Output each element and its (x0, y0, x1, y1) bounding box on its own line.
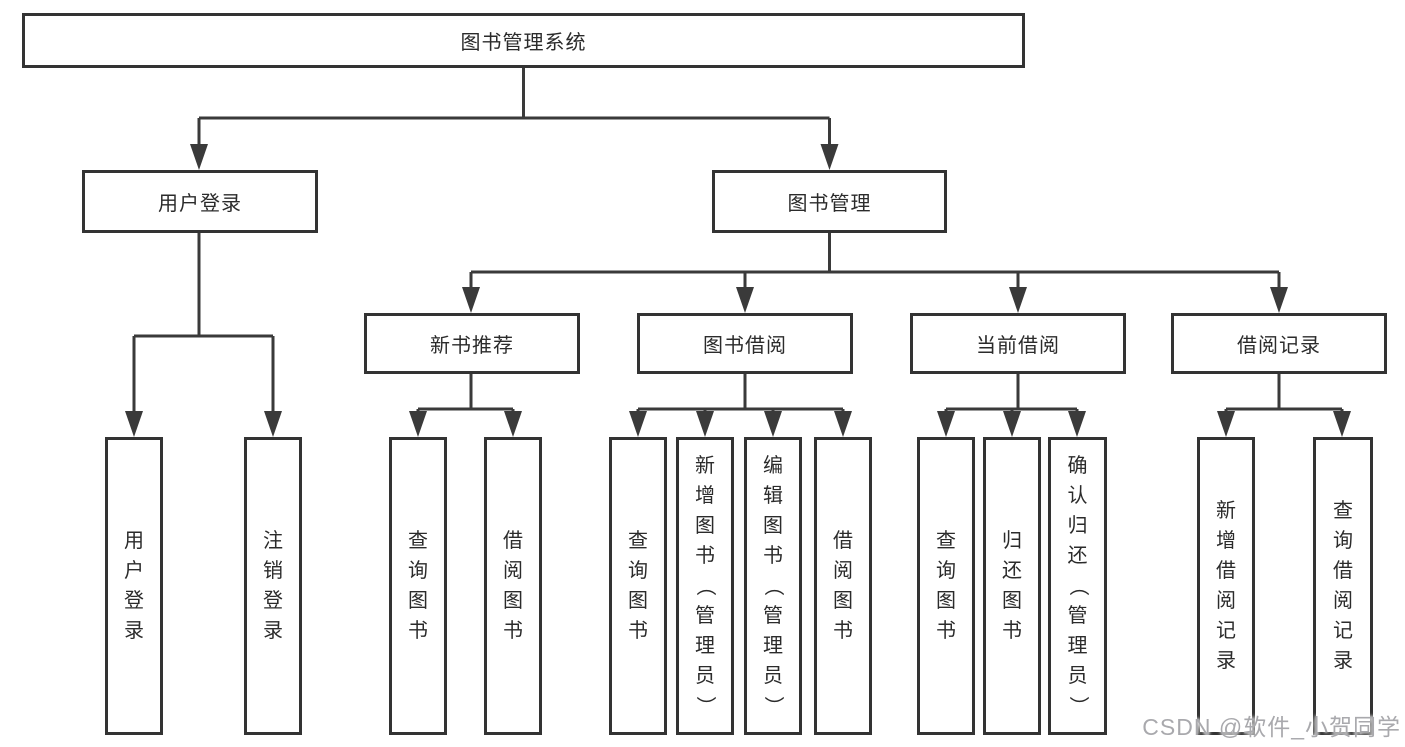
leaf-query-borrow-record: 查询借阅记录 (1313, 437, 1373, 735)
arrowheads (125, 144, 1351, 437)
leaf-borrow-books-recommend: 借阅图书 (484, 437, 542, 735)
leaf-logout: 注销登录 (244, 437, 302, 735)
node-current-borrow: 当前借阅 (910, 313, 1126, 374)
connector-new-book-recommend-children (416, 374, 515, 414)
leaf-user-login: 用户登录 (105, 437, 163, 735)
leaf-borrow-books: 借阅图书 (814, 437, 872, 735)
connector-root-to-level2 (197, 68, 831, 146)
node-book-management: 图书管理 (712, 170, 947, 233)
connector-borrow-records-children (1224, 374, 1344, 414)
leaf-query-books-borrow: 查询图书 (609, 437, 667, 735)
leaf-return-books: 归还图书 (983, 437, 1041, 735)
leaf-add-borrow-record: 新增借阅记录 (1197, 437, 1255, 735)
watermark: CSDN @软件_小贺同学 (1142, 714, 1401, 740)
leaf-query-books-current: 查询图书 (917, 437, 975, 735)
leaf-query-books-recommend: 查询图书 (389, 437, 447, 735)
node-book-borrow: 图书借阅 (637, 313, 853, 374)
leaf-edit-books-admin: 编辑图书（管理员） (744, 437, 802, 735)
node-library-system: 图书管理系统 (22, 13, 1025, 68)
leaf-confirm-return-admin: 确认归还（管理员） (1048, 437, 1107, 735)
connector-user-login-children (132, 233, 275, 413)
connector-book-management-children (469, 233, 1281, 290)
connector-book-borrow-children (636, 374, 845, 414)
node-borrow-records: 借阅记录 (1171, 313, 1387, 374)
node-new-book-recommend: 新书推荐 (364, 313, 580, 374)
leaf-add-books-admin: 新增图书（管理员） (676, 437, 734, 735)
node-user-login: 用户登录 (82, 170, 318, 233)
connector-current-borrow-children (944, 374, 1079, 414)
